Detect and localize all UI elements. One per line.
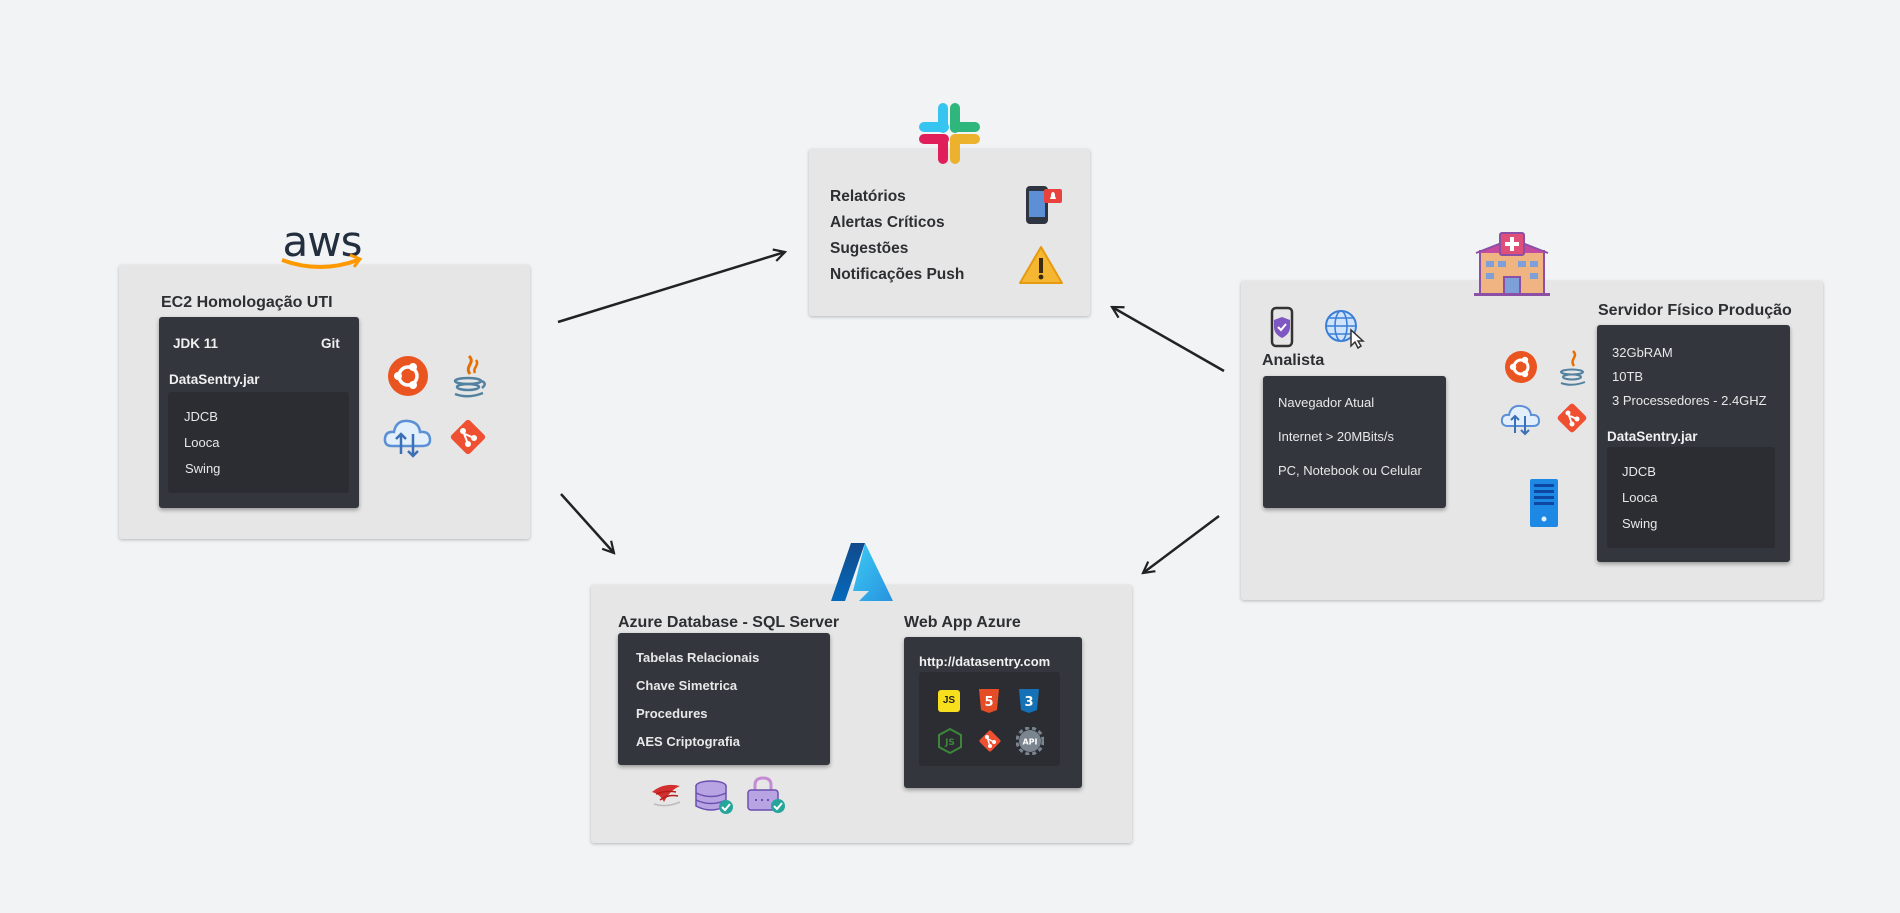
css3-icon: 3 [1019,689,1039,713]
ec2-libs-box [168,392,349,493]
ec2-jdk-label: JDK 11 [173,336,219,351]
analyst-item-device: PC, Notebook ou Celular [1278,463,1422,478]
svg-text:git: git [977,728,979,729]
azure-logo [831,543,893,601]
java-icon [453,354,486,398]
ec2-lib-1: JDCB [184,409,218,424]
globe-cursor-icon [1325,310,1365,350]
javascript-icon: JS [938,690,960,712]
analyst-dark-box [1263,376,1446,508]
nodejs-icon: JS [938,727,962,755]
git-icon: git [977,728,1001,752]
sql-server-icon [652,784,681,807]
cloud-transfer-icon [1500,404,1541,436]
phone-alert-icon [1026,186,1062,224]
api-gear-icon: API [1016,727,1044,755]
java-icon [1560,350,1586,386]
azure-db-item-tables: Tabelas Relacionais [636,650,760,665]
database-check-icon [695,780,733,814]
server-spec-storage: 10TB [1612,369,1644,384]
slack-item-push-notifications: Notificações Push [830,266,965,283]
mobile-security-icon [1270,306,1294,348]
analyst-title: Analista [1262,352,1325,369]
server-lib-3: Swing [1622,516,1658,531]
aws-logo: aws [280,220,364,276]
slack-item-reports: Relatórios [830,188,906,205]
ubuntu-icon [1505,351,1537,383]
server-title: Servidor Físico Produção [1598,302,1792,319]
hospital-icon [1474,232,1550,296]
server-spec-ram: 32GbRAM [1612,345,1673,360]
arrow-server-to-slack [1112,307,1225,373]
slack-logo [919,103,980,164]
azure-db-item-aes: AES Criptografia [636,734,741,749]
svg-text:3: 3 [1024,695,1033,710]
svg-text:JS: JS [944,738,955,748]
webapp-url: http://datasentry.com [919,654,1051,669]
arrow-server-to-azure [1143,515,1220,573]
azure-db-title: Azure Database - SQL Server [618,614,840,631]
arrow-ec2-to-azure-db [560,493,614,553]
svg-text:5: 5 [984,695,993,710]
azure-db-item-procedures: Procedures [636,706,708,721]
server-jar-label: DataSentry.jar [1607,429,1698,444]
git-icon [450,419,486,455]
arrow-ec2-to-slack [557,252,785,324]
lock-check-icon [747,776,785,813]
analyst-item-internet: Internet > 20MBits/s [1278,429,1394,444]
slack-item-suggestions: Sugestões [830,240,909,257]
git-icon [1557,403,1587,433]
warning-icon [1019,246,1063,284]
slack-item-critical-alerts: Alertas Críticos [830,214,945,231]
ec2-jar-label: DataSentry.jar [169,372,260,387]
cloud-transfer-icon [383,419,432,458]
server-libs-box [1607,447,1775,548]
slack-panel [809,149,1090,316]
azure-db-item-key: Chave Simetrica [636,678,738,693]
azure-db-dark-box [618,633,830,765]
server-lib-2: Looca [1622,490,1658,505]
ec2-title: EC2 Homologação UTI [161,294,333,311]
aws-smile-icon [281,253,363,269]
webapp-title: Web App Azure [904,614,1021,631]
html5-icon: 5 [979,689,999,713]
analyst-item-browser: Navegador Atual [1278,395,1375,410]
ec2-git-label: Git [321,336,340,351]
ubuntu-icon [388,356,428,396]
ec2-lib-2: Looca [184,435,220,450]
server-icon [1530,479,1558,527]
svg-text:API: API [1022,738,1037,747]
ec2-lib-3: Swing [185,461,221,476]
server-lib-1: JDCB [1622,464,1656,479]
server-spec-cpu: 3 Processedores - 2.4GHZ [1612,393,1767,408]
